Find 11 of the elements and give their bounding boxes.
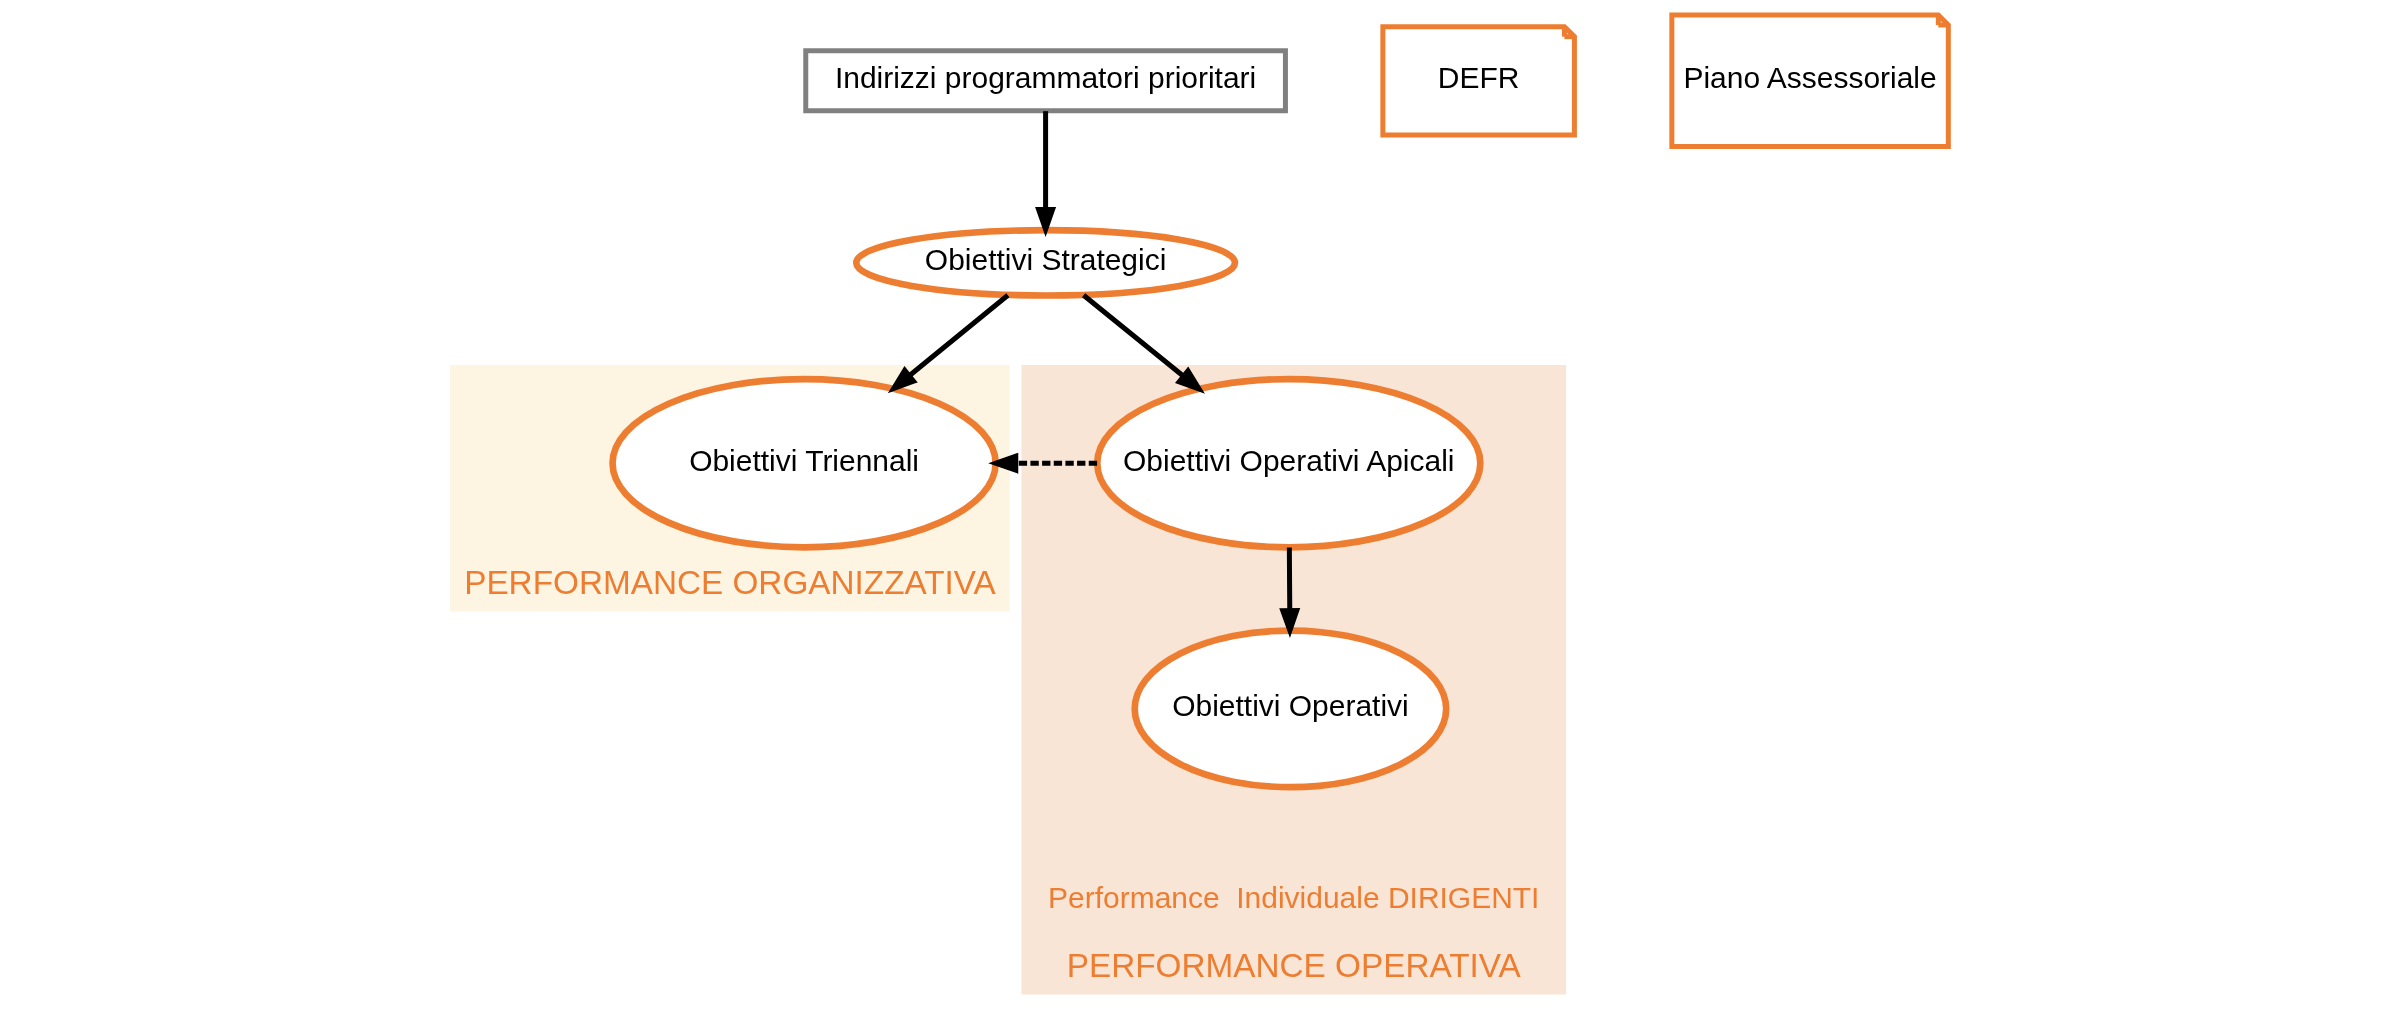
arrow bbox=[1034, 111, 1056, 238]
node-box: Indirizzi programmatori prioritari bbox=[802, 48, 1288, 114]
arrow bbox=[1278, 547, 1300, 639]
arrow bbox=[1081, 293, 1205, 394]
node-ellipse: Obiettivi Operativi bbox=[1130, 627, 1449, 791]
node-ellipse: Obiettivi Strategici bbox=[852, 226, 1238, 299]
node-ellipse: Obiettivi Triennali bbox=[608, 375, 999, 551]
node-ellipse: Obiettivi Operativi Apicali bbox=[1093, 375, 1484, 551]
arrow bbox=[887, 293, 1009, 394]
node-label: Performance Individuale DIRIGENTI bbox=[1047, 880, 1539, 914]
arrow bbox=[987, 452, 1097, 474]
